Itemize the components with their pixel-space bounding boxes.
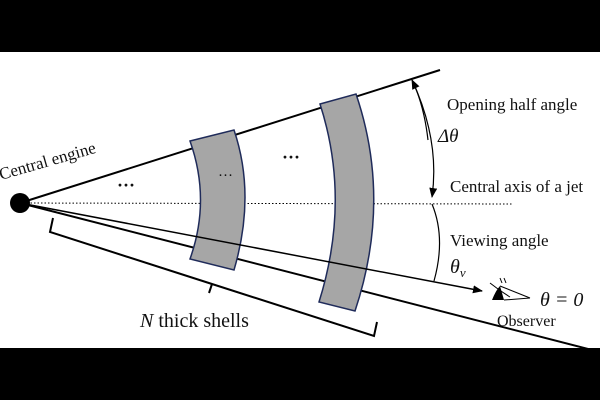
theta-v-label: θv — [450, 256, 466, 280]
jet-lower-boundary — [19, 202, 600, 353]
n-thick-shells-label: N thick shells — [139, 310, 249, 332]
observer-label: Observer — [497, 313, 556, 330]
viewing-angle-label: Viewing angle — [450, 231, 549, 250]
delta-theta-label: Δθ — [437, 126, 458, 147]
line-of-sight-arrow — [19, 202, 483, 294]
dots-inside-shell: ··· — [218, 168, 233, 184]
thick-shell-inner — [189, 129, 246, 271]
dots-between-shells: ··· — [282, 147, 300, 167]
eye-icon — [489, 277, 531, 301]
central-axis-label: Central axis of a jet — [450, 177, 583, 196]
dots-left: ··· — [117, 175, 135, 195]
opening-angle-arc-upper — [411, 79, 429, 141]
theta-zero-label: θ = 0 — [540, 289, 583, 311]
central-axis-line — [19, 202, 513, 205]
shells-bracket-tick — [208, 283, 213, 294]
viewing-angle-arc — [431, 203, 441, 282]
opening-half-angle-label: Opening half angle — [447, 95, 577, 114]
central-engine-dot — [10, 193, 30, 213]
thick-shell-outer — [318, 93, 375, 312]
